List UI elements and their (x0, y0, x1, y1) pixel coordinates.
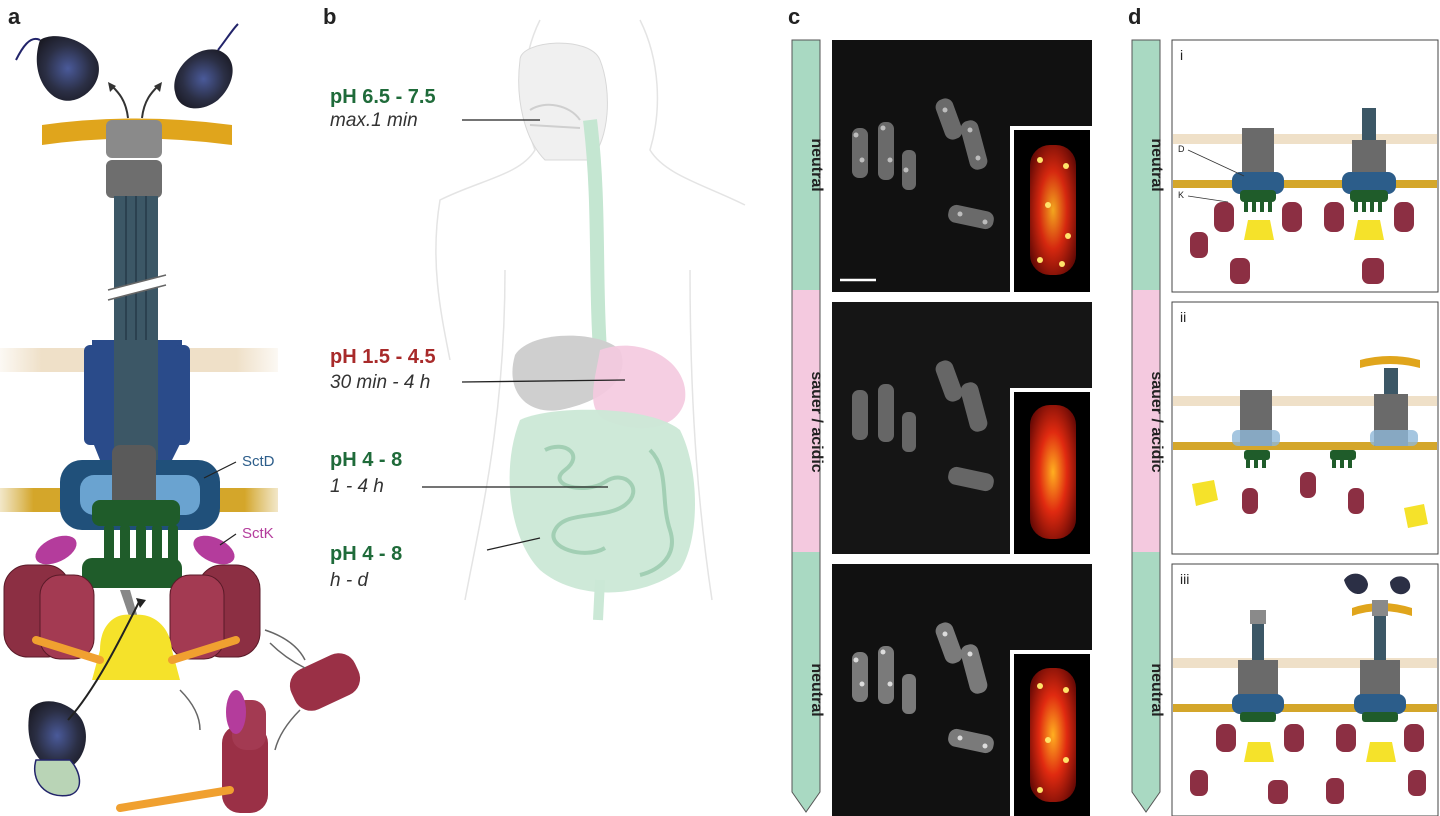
d-ribbon-neutral-1 (1132, 40, 1160, 290)
stage-4-duration: h - d (330, 570, 369, 591)
panel-b-label: b (323, 4, 336, 29)
subpanel-ii-label: ii (1180, 309, 1186, 325)
sctv-ring (92, 500, 180, 526)
free-sctk (226, 690, 246, 734)
stage-3-ph: pH 4 - 8 (330, 449, 402, 471)
ribbon-segment-acidic (792, 290, 820, 552)
panel-b: b pH 6.5 - 7.5 max.1 min pH 1.5 - 4.5 30… (323, 4, 746, 621)
stage-3-duration: 1 - 4 h (330, 476, 384, 497)
bacterium-bottom (28, 701, 86, 771)
bacterium-top-left (15, 36, 99, 101)
stage-1-ph: pH 6.5 - 7.5 (330, 86, 436, 108)
panel-c-label: c (788, 4, 800, 29)
label-sctk: SctK (242, 525, 274, 542)
ribbon-segment-neutral-2 (792, 552, 820, 812)
micrograph-acidic (832, 302, 1092, 554)
d-marker: D (1178, 144, 1185, 154)
panel-d: d neutral sauer / acidic neutral i (1128, 4, 1439, 816)
panel-d-label: d (1128, 4, 1141, 29)
d-ribbon-acidic (1132, 290, 1160, 552)
translocon-top (106, 120, 162, 158)
c-condition-1: neutral (808, 138, 825, 191)
subpanel-i-label: i (1180, 47, 1183, 63)
subpanel-i: i D K (1171, 39, 1439, 293)
c-condition-2: sauer / acidic (808, 371, 825, 472)
panel-a: a (0, 4, 361, 813)
micrograph-neutral-1 (832, 40, 1092, 292)
ribbon-segment-neutral-1 (792, 40, 820, 290)
stage-2-ph: pH 1.5 - 4.5 (330, 346, 436, 368)
stage-2-duration: 30 min - 4 h (330, 372, 430, 393)
label-sctd: SctD (242, 453, 275, 470)
subpanel-iii-label: iii (1180, 571, 1189, 587)
body-outline (435, 19, 746, 601)
stomach (593, 345, 686, 429)
k-marker: K (1178, 190, 1184, 200)
panel-a-label: a (8, 4, 21, 29)
stage-1-duration: max.1 min (330, 110, 418, 131)
subpanel-iii: iii (1171, 563, 1439, 816)
bacterium-top-right (174, 23, 239, 109)
stage-4-ph: pH 4 - 8 (330, 543, 402, 565)
intestines (509, 409, 695, 593)
translocon-bottom (106, 160, 162, 198)
subpanel-ii: ii (1171, 301, 1439, 555)
free-sctq-1 (289, 653, 361, 711)
micrograph-neutral-2 (832, 564, 1092, 816)
d-condition-2: sauer / acidic (1148, 371, 1165, 472)
panel-c: c neutral sauer / acidic neutral (788, 4, 1092, 816)
d-ribbon-neutral-2 (1132, 552, 1160, 812)
sctk-right (193, 535, 235, 565)
atpase (92, 614, 180, 680)
d-condition-1: neutral (1148, 138, 1165, 191)
d-condition-3: neutral (1148, 663, 1165, 716)
esophagus (583, 119, 607, 351)
sctk-left (35, 535, 77, 565)
c-condition-3: neutral (808, 663, 825, 716)
